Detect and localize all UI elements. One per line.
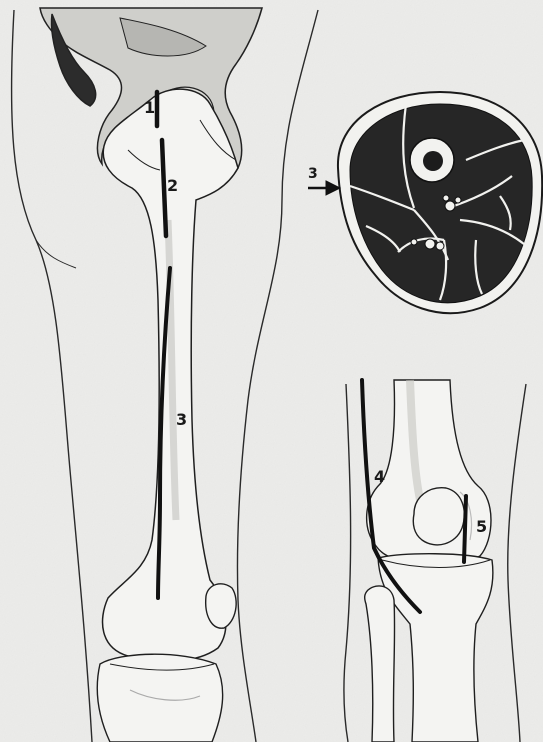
label-incision-1: 1 bbox=[144, 98, 155, 117]
label-incision-3: 3 bbox=[176, 410, 187, 429]
label-incision-4: 4 bbox=[374, 467, 385, 486]
label-section-3: 3 bbox=[308, 166, 318, 182]
label-incision-5: 5 bbox=[476, 517, 487, 536]
incision-5-line bbox=[464, 496, 466, 562]
label-incision-2: 2 bbox=[167, 176, 178, 195]
